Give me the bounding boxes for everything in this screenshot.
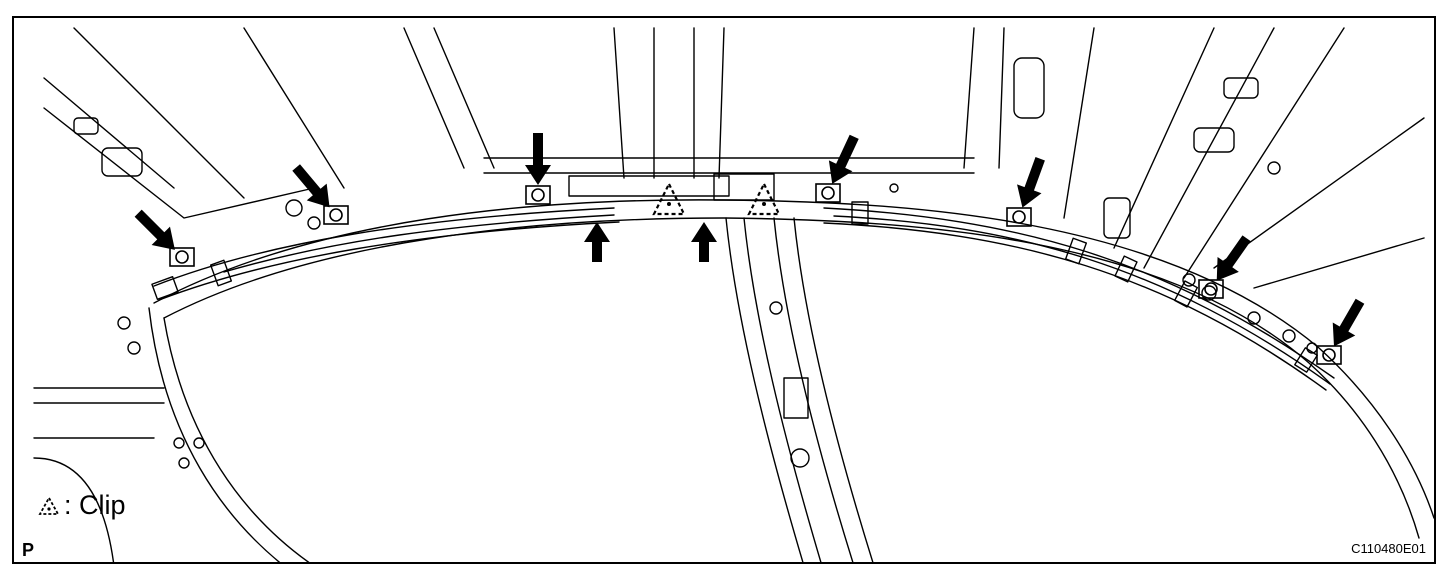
arrow-bolt-4-icon bbox=[828, 134, 859, 184]
roof-opening-outline bbox=[153, 199, 1434, 519]
legend: : Clip bbox=[38, 490, 126, 521]
arrow-bolt-7-icon bbox=[1332, 298, 1365, 347]
figure-id: C110480E01 bbox=[1351, 541, 1426, 556]
bolt-6-icon bbox=[1198, 279, 1224, 299]
curtain-airbag-right bbox=[823, 207, 1335, 379]
arrow-bolt-3-icon bbox=[525, 133, 551, 185]
arrow-bolt-6-icon bbox=[1216, 235, 1251, 281]
arrow-up-2-icon bbox=[691, 222, 717, 262]
bolt-1-icon bbox=[169, 247, 195, 267]
bolt-5-icon bbox=[1006, 207, 1032, 227]
legend-text: : Clip bbox=[64, 490, 126, 520]
arrow-bolt-1-icon bbox=[134, 209, 175, 250]
arrow-up-1-icon bbox=[584, 222, 610, 262]
diagram-frame: : Clip P C110480E01 bbox=[12, 16, 1436, 564]
center-pillar bbox=[725, 217, 804, 562]
clip-1-triangle-icon bbox=[652, 181, 686, 216]
arrow-bolt-5-icon bbox=[1017, 157, 1045, 208]
corner-letter: P bbox=[22, 540, 35, 560]
bolt-7-icon bbox=[1316, 345, 1342, 365]
bolt-3-icon bbox=[525, 185, 551, 205]
arrow-bolt-2-icon bbox=[292, 164, 330, 208]
roof-airbag-installation-drawing bbox=[33, 27, 1434, 562]
bolt-2-icon bbox=[323, 205, 349, 225]
bolt-4-icon bbox=[815, 183, 841, 203]
clip-2-triangle-icon bbox=[747, 181, 781, 216]
curtain-airbag-left bbox=[153, 207, 615, 287]
clip-triangle-icon bbox=[38, 495, 60, 515]
